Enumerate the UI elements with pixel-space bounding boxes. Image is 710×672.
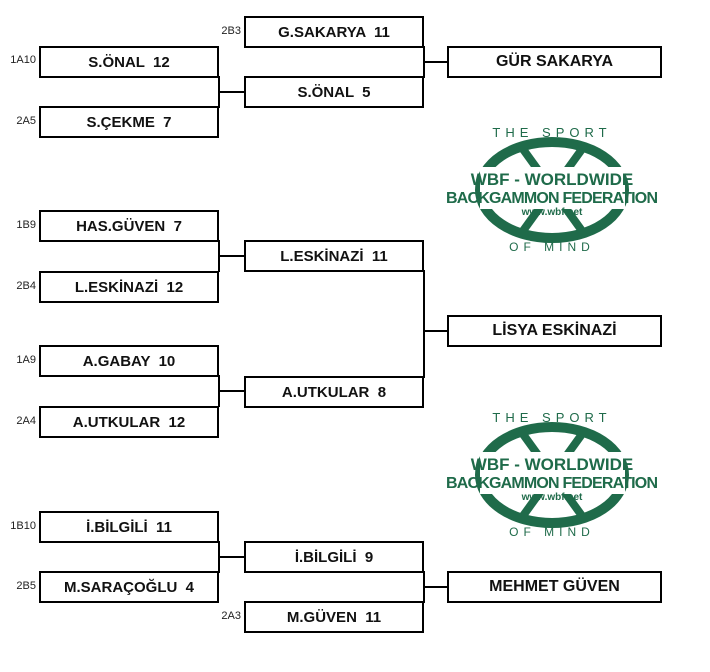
match-slot: S.ÖNAL 5 (244, 76, 424, 108)
connector (218, 390, 245, 392)
logo-line2: BACKGAMMON FEDERATION (446, 475, 658, 492)
seed-code: 2A5 (16, 115, 36, 127)
seed-code: 2B3 (221, 25, 241, 37)
match-slot: A.UTKULAR 12 (39, 406, 219, 438)
match-slot: L.ESKİNAZİ 12 (39, 271, 219, 303)
match-slot: A.GABAY 10 (39, 345, 219, 377)
match-slot: İ.BİLGİLİ 11 (39, 511, 219, 543)
winner-slot: GÜR SAKARYA (447, 46, 662, 78)
seed-code: 2B4 (16, 280, 36, 292)
seed-code: 1A9 (16, 354, 36, 366)
winner-slot: LİSYA ESKİNAZİ (447, 315, 662, 347)
connector (423, 61, 448, 63)
match-slot: A.UTKULAR 8 (244, 376, 424, 408)
logo-top-text: THE SPORT (492, 410, 611, 425)
match-slot: HAS.GÜVEN 7 (39, 210, 219, 242)
match-slot: S.ÇEKME 7 (39, 106, 219, 138)
logo-bottom-text: OF MIND (509, 240, 595, 254)
logo-top-text: THE SPORT (492, 125, 611, 140)
connector (218, 556, 245, 558)
logo-line1: WBF - WORLDWIDE (471, 170, 633, 189)
connector (423, 330, 448, 332)
match-slot: M.GÜVEN 11 (244, 601, 424, 633)
winner-slot: MEHMET GÜVEN (447, 571, 662, 603)
match-slot: İ.BİLGİLİ 9 (244, 541, 424, 573)
connector (423, 586, 448, 588)
match-slot: M.SARAÇOĞLU 4 (39, 571, 219, 603)
logo-bottom-text: OF MIND (509, 525, 595, 539)
match-slot: L.ESKİNAZİ 11 (244, 240, 424, 272)
connector (218, 255, 245, 257)
seed-code: 1A10 (10, 54, 36, 66)
logo-url: www.wbf.net (521, 492, 583, 503)
wbf-logo: THE SPORT WBF - WORLDWIDE BACKGAMMON FED… (446, 410, 658, 539)
connector (218, 91, 245, 93)
seed-code: 2B5 (16, 580, 36, 592)
seed-code: 2A4 (16, 415, 36, 427)
logo-line2: BACKGAMMON FEDERATION (446, 190, 658, 207)
logo-url: www.wbf.net (521, 207, 583, 218)
connector (423, 270, 425, 378)
logo-line1: WBF - WORLDWIDE (471, 455, 633, 474)
seed-code: 1B9 (16, 219, 36, 231)
match-slot: G.SAKARYA 11 (244, 16, 424, 48)
match-slot: S.ÖNAL 12 (39, 46, 219, 78)
seed-code: 2A3 (221, 610, 241, 622)
wbf-logo: THE SPORT WBF - WORLDWIDE BACKGAMMON FED… (446, 125, 658, 254)
seed-code: 1B10 (10, 520, 36, 532)
